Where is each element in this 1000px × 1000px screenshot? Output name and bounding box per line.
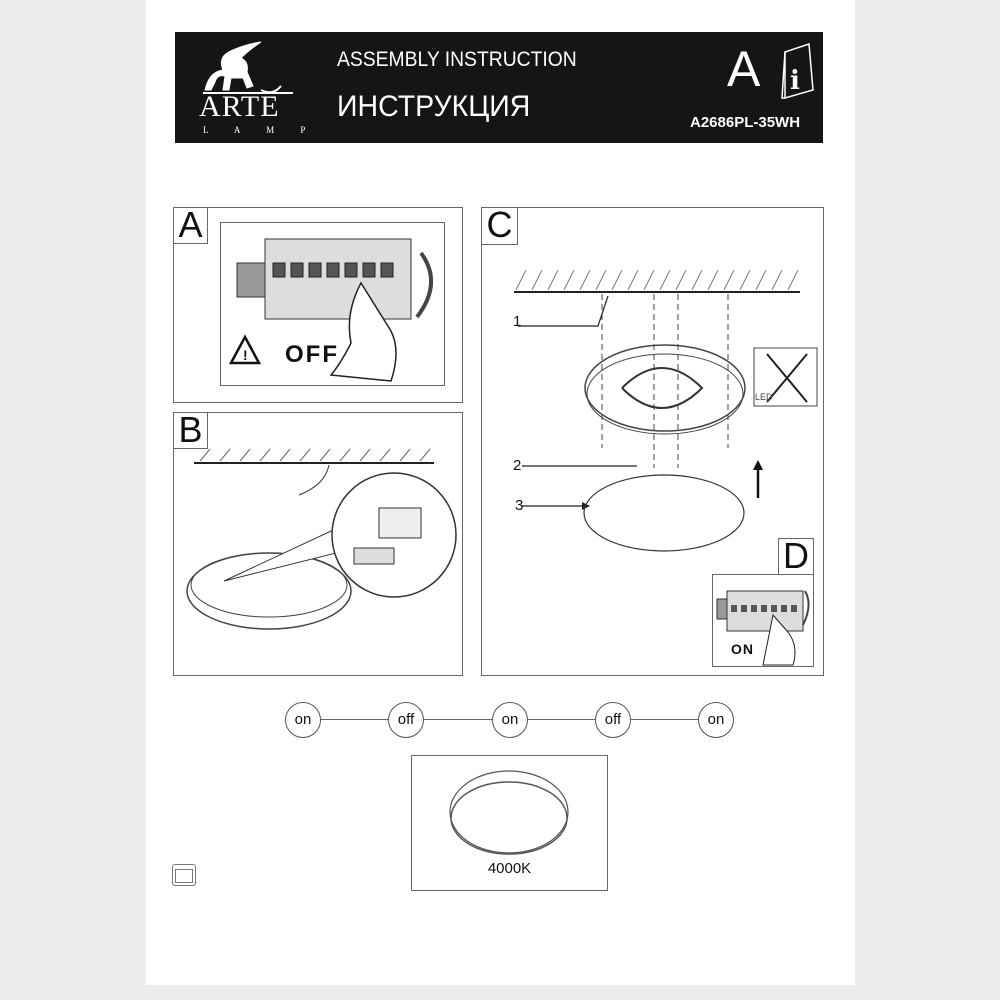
arte-lion-logo-icon xyxy=(203,41,293,94)
ceiling-lamp-icon xyxy=(449,770,569,855)
off-warning-text: OFF xyxy=(285,341,339,368)
breaker-off-illustration: ! OFF xyxy=(220,222,445,386)
panel-a-label: A xyxy=(173,207,208,244)
sequence-step-off: off xyxy=(388,702,424,738)
title-ru: ИНСТРУКЦИЯ xyxy=(337,90,531,123)
panel-b: B xyxy=(173,412,463,676)
callout-1: 1 xyxy=(513,313,522,330)
brand-sub: L A M P xyxy=(203,125,318,135)
version-letter: A xyxy=(727,41,761,97)
sequence-step-off: off xyxy=(595,702,631,738)
svg-text:!: ! xyxy=(243,347,248,363)
color-temp-box: 4000K xyxy=(411,755,608,891)
brand-name: ARTE xyxy=(199,90,280,123)
panel-d-label: D xyxy=(778,538,814,576)
title-en: ASSEMBLY INSTRUCTION xyxy=(337,48,577,71)
model-number: A2686PL-35WH xyxy=(690,114,801,131)
panel-c-label: C xyxy=(481,207,518,245)
led-note: LED xyxy=(755,392,773,402)
breaker-on-illustration: ON xyxy=(712,574,814,667)
sequence-step-on: on xyxy=(285,702,321,738)
circuit-breaker-icon: ! xyxy=(228,238,434,382)
mounting-illustration xyxy=(514,269,818,552)
panel-b-label: B xyxy=(173,412,208,449)
header-banner: ARTE L A M P ASSEMBLY INSTRUCTION ИНСТРУ… xyxy=(175,32,823,143)
on-text: ON xyxy=(731,641,754,657)
callout-2: 2 xyxy=(513,457,522,474)
panel-c: C 1 2 3 LED D ON xyxy=(481,207,824,676)
panel-a: A ! OFF xyxy=(173,207,463,403)
sequence-step-on: on xyxy=(492,702,528,738)
circuit-breaker-icon xyxy=(716,590,810,666)
color-temp-label: 4000K xyxy=(487,860,532,877)
wiring-connection-illustration xyxy=(186,448,457,630)
callout-3: 3 xyxy=(515,497,524,514)
sequence-step-on: on xyxy=(698,702,734,738)
page-icon xyxy=(172,864,196,886)
